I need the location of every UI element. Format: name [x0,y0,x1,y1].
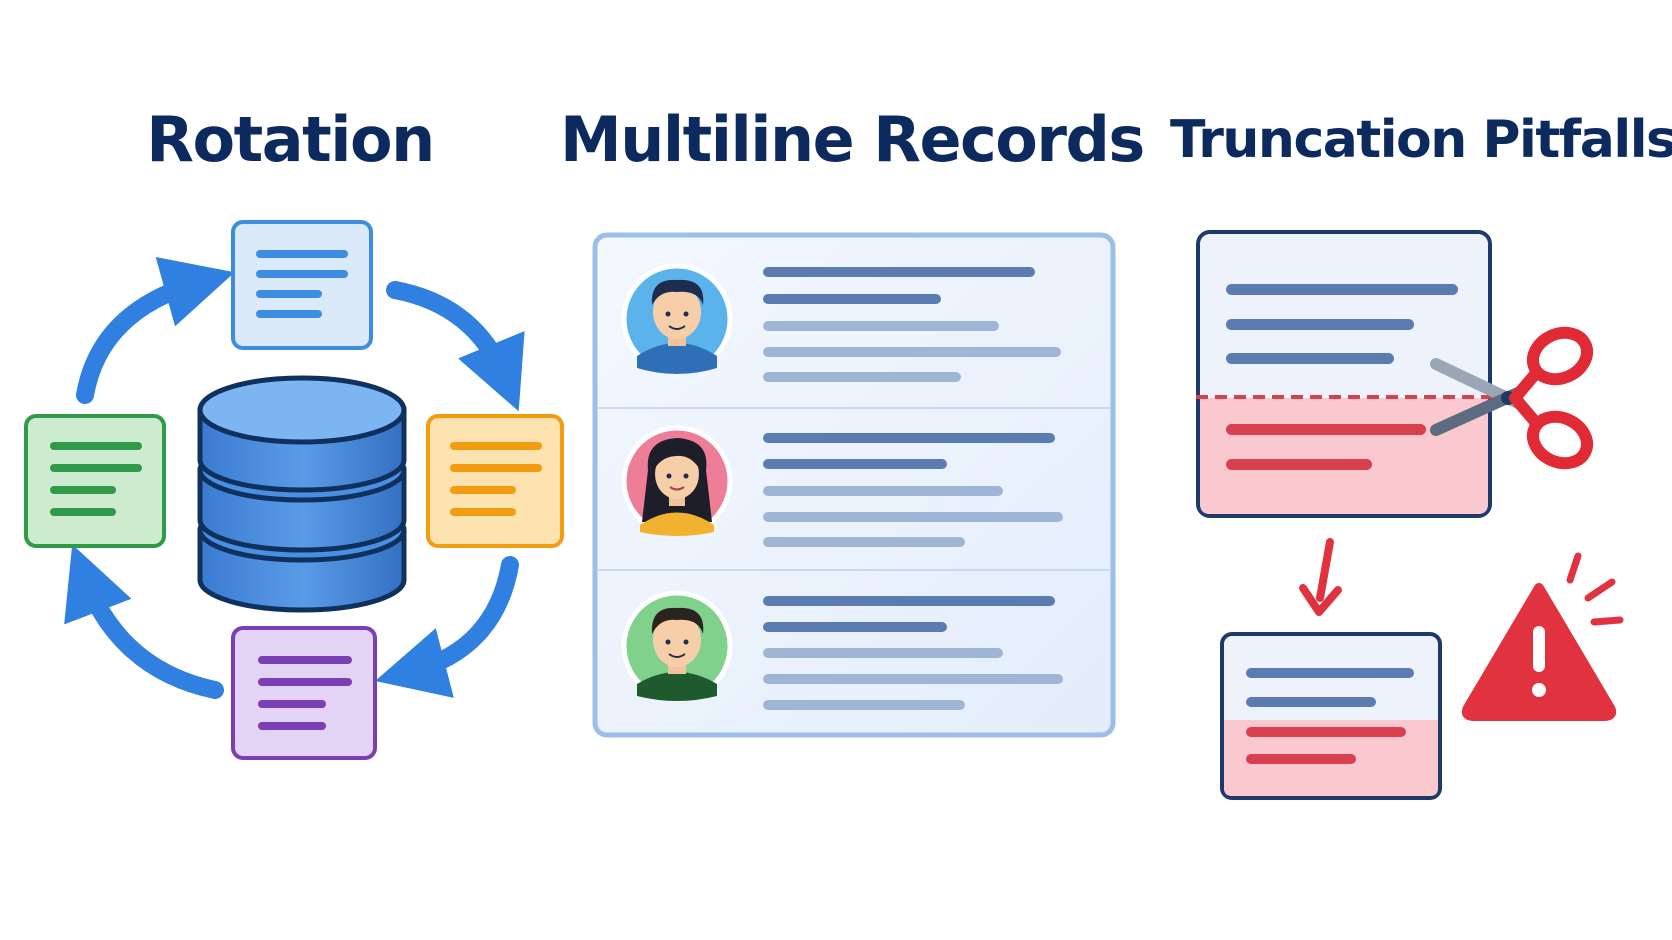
record-row [621,263,1061,382]
log-document-icon [231,626,377,760]
warning-icon [1461,552,1624,721]
rotation-heading: Rotation [146,103,435,176]
rotation-cycle-arrows [64,257,525,699]
database-icon [197,375,407,613]
avatar-woman-icon [621,425,733,537]
cycle-arrow-top-right [386,281,525,412]
record-row [621,425,1063,547]
cycle-arrow-bottom-left [64,544,224,699]
scissors-icon [1430,326,1594,470]
cycle-arrow-bottom-right [375,556,519,698]
truncated-result-card [1220,632,1442,800]
multiline-records-heading: Multiline Records [560,103,1145,176]
log-document-icon [231,220,373,350]
down-arrow-icon [1299,538,1342,616]
cycle-arrow-top-left [76,257,235,404]
record-row [621,590,1063,710]
log-document-icon [24,414,166,548]
avatar-man-icon [621,590,733,702]
multiline-records-panel [592,232,1116,738]
avatar-man-icon [621,263,733,375]
truncated-record-card [1196,230,1500,518]
truncation-pitfalls-heading: Truncation Pitfalls [1170,110,1672,170]
log-document-icon [426,414,564,548]
